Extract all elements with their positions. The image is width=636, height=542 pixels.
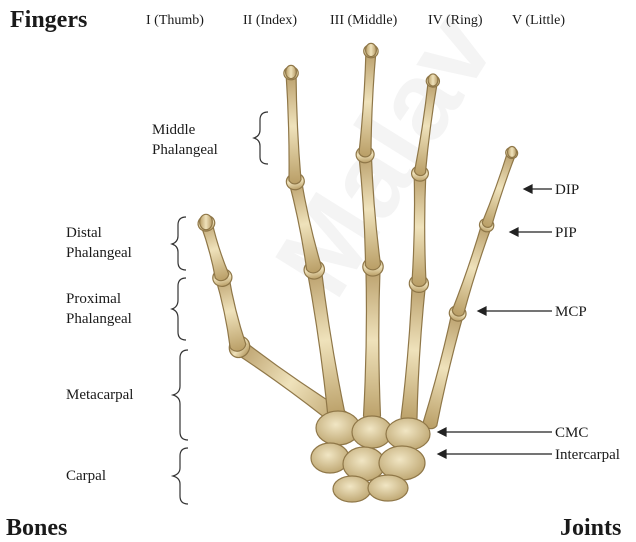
arrowhead bbox=[438, 450, 446, 458]
bone-shaft bbox=[359, 46, 377, 157]
bone-middle-1 bbox=[362, 257, 383, 421]
bone-middle-3 bbox=[358, 44, 379, 157]
carpal-bone bbox=[368, 475, 408, 501]
arrowhead bbox=[510, 228, 518, 236]
bone-shaft bbox=[414, 76, 439, 176]
bone-shaft bbox=[357, 148, 381, 270]
carpal-bone bbox=[333, 476, 371, 502]
bone-shaft bbox=[481, 148, 517, 229]
arrowhead bbox=[524, 185, 532, 193]
bracket-middle-phalangeal bbox=[254, 112, 268, 164]
bone-ring-3 bbox=[413, 74, 440, 176]
bone-brackets bbox=[172, 112, 268, 504]
bracket-carpal bbox=[173, 448, 188, 504]
bracket-metacarpal bbox=[173, 350, 188, 440]
bone-middle-2 bbox=[356, 146, 383, 271]
bone-index-2 bbox=[285, 172, 324, 275]
fingertip-little bbox=[508, 147, 517, 158]
bracket-proximal-phalangeal bbox=[172, 278, 186, 340]
bone-shaft bbox=[363, 260, 381, 421]
bone-shaft bbox=[422, 306, 466, 430]
bone-ring-1 bbox=[399, 274, 429, 424]
fingertip-thumb bbox=[200, 214, 213, 229]
bone-little-3 bbox=[480, 146, 519, 229]
carpal-bones bbox=[311, 411, 430, 502]
bracket-distal-phalangeal bbox=[172, 217, 186, 270]
bone-ring-2 bbox=[411, 166, 429, 287]
bone-shaft bbox=[412, 168, 427, 287]
bone-shaft bbox=[451, 219, 494, 318]
fingertip-middle bbox=[366, 43, 377, 56]
carpal-bone bbox=[386, 418, 430, 450]
bone-shaft bbox=[401, 277, 428, 424]
bone-shaft bbox=[285, 68, 301, 184]
fingertip-ring bbox=[428, 74, 438, 86]
bone-index-3 bbox=[284, 66, 303, 184]
arrowhead bbox=[438, 428, 446, 436]
fingertip-index bbox=[286, 65, 297, 78]
bone-little-1 bbox=[421, 304, 468, 431]
bone-little-2 bbox=[450, 217, 496, 318]
arrowhead bbox=[478, 307, 486, 315]
